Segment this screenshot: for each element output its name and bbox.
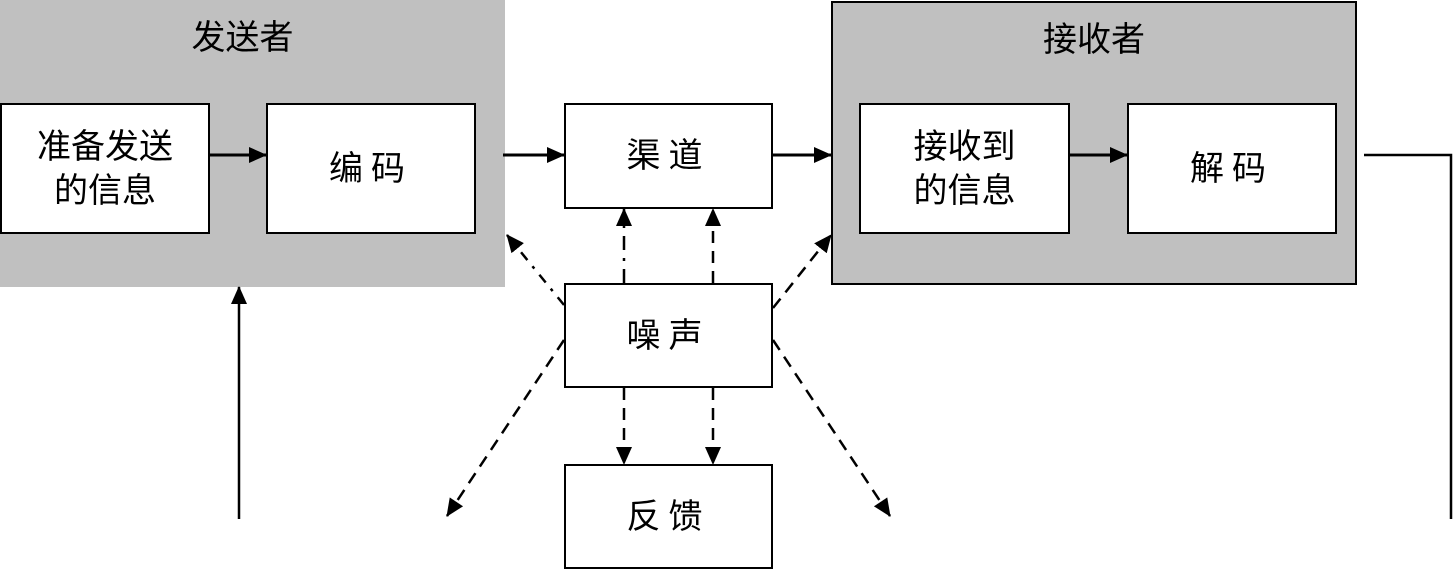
channel-label: 渠道 [626,136,711,176]
received-message-box: 接收到 的信息 [859,103,1070,234]
encode-box: 编码 [266,103,476,234]
noise-to-sender [506,234,565,306]
sender-title: 发送者 [191,18,294,58]
noise-label: 噪声 [626,315,711,356]
received-message-label: 接收到 的信息 [913,126,1016,211]
decode-box: 解码 [1127,103,1337,234]
noise-to-lower-right [771,339,892,517]
feedback-box: 反馈 [564,464,773,569]
noise-box: 噪声 [564,283,773,388]
noise-to-receiver [772,234,832,309]
receiver-title: 接收者 [1043,20,1145,60]
decode-label: 解码 [1190,148,1274,189]
feedback-label: 反馈 [626,496,711,537]
prepare-message-label: 准备发送 的信息 [37,126,173,211]
encode-label: 编码 [329,148,413,189]
channel-box: 渠道 [564,103,773,209]
prepare-message-box: 准备发送 的信息 [0,103,210,234]
feedback-loop-right [1364,153,1453,519]
noise-to-lower-left [445,339,566,517]
